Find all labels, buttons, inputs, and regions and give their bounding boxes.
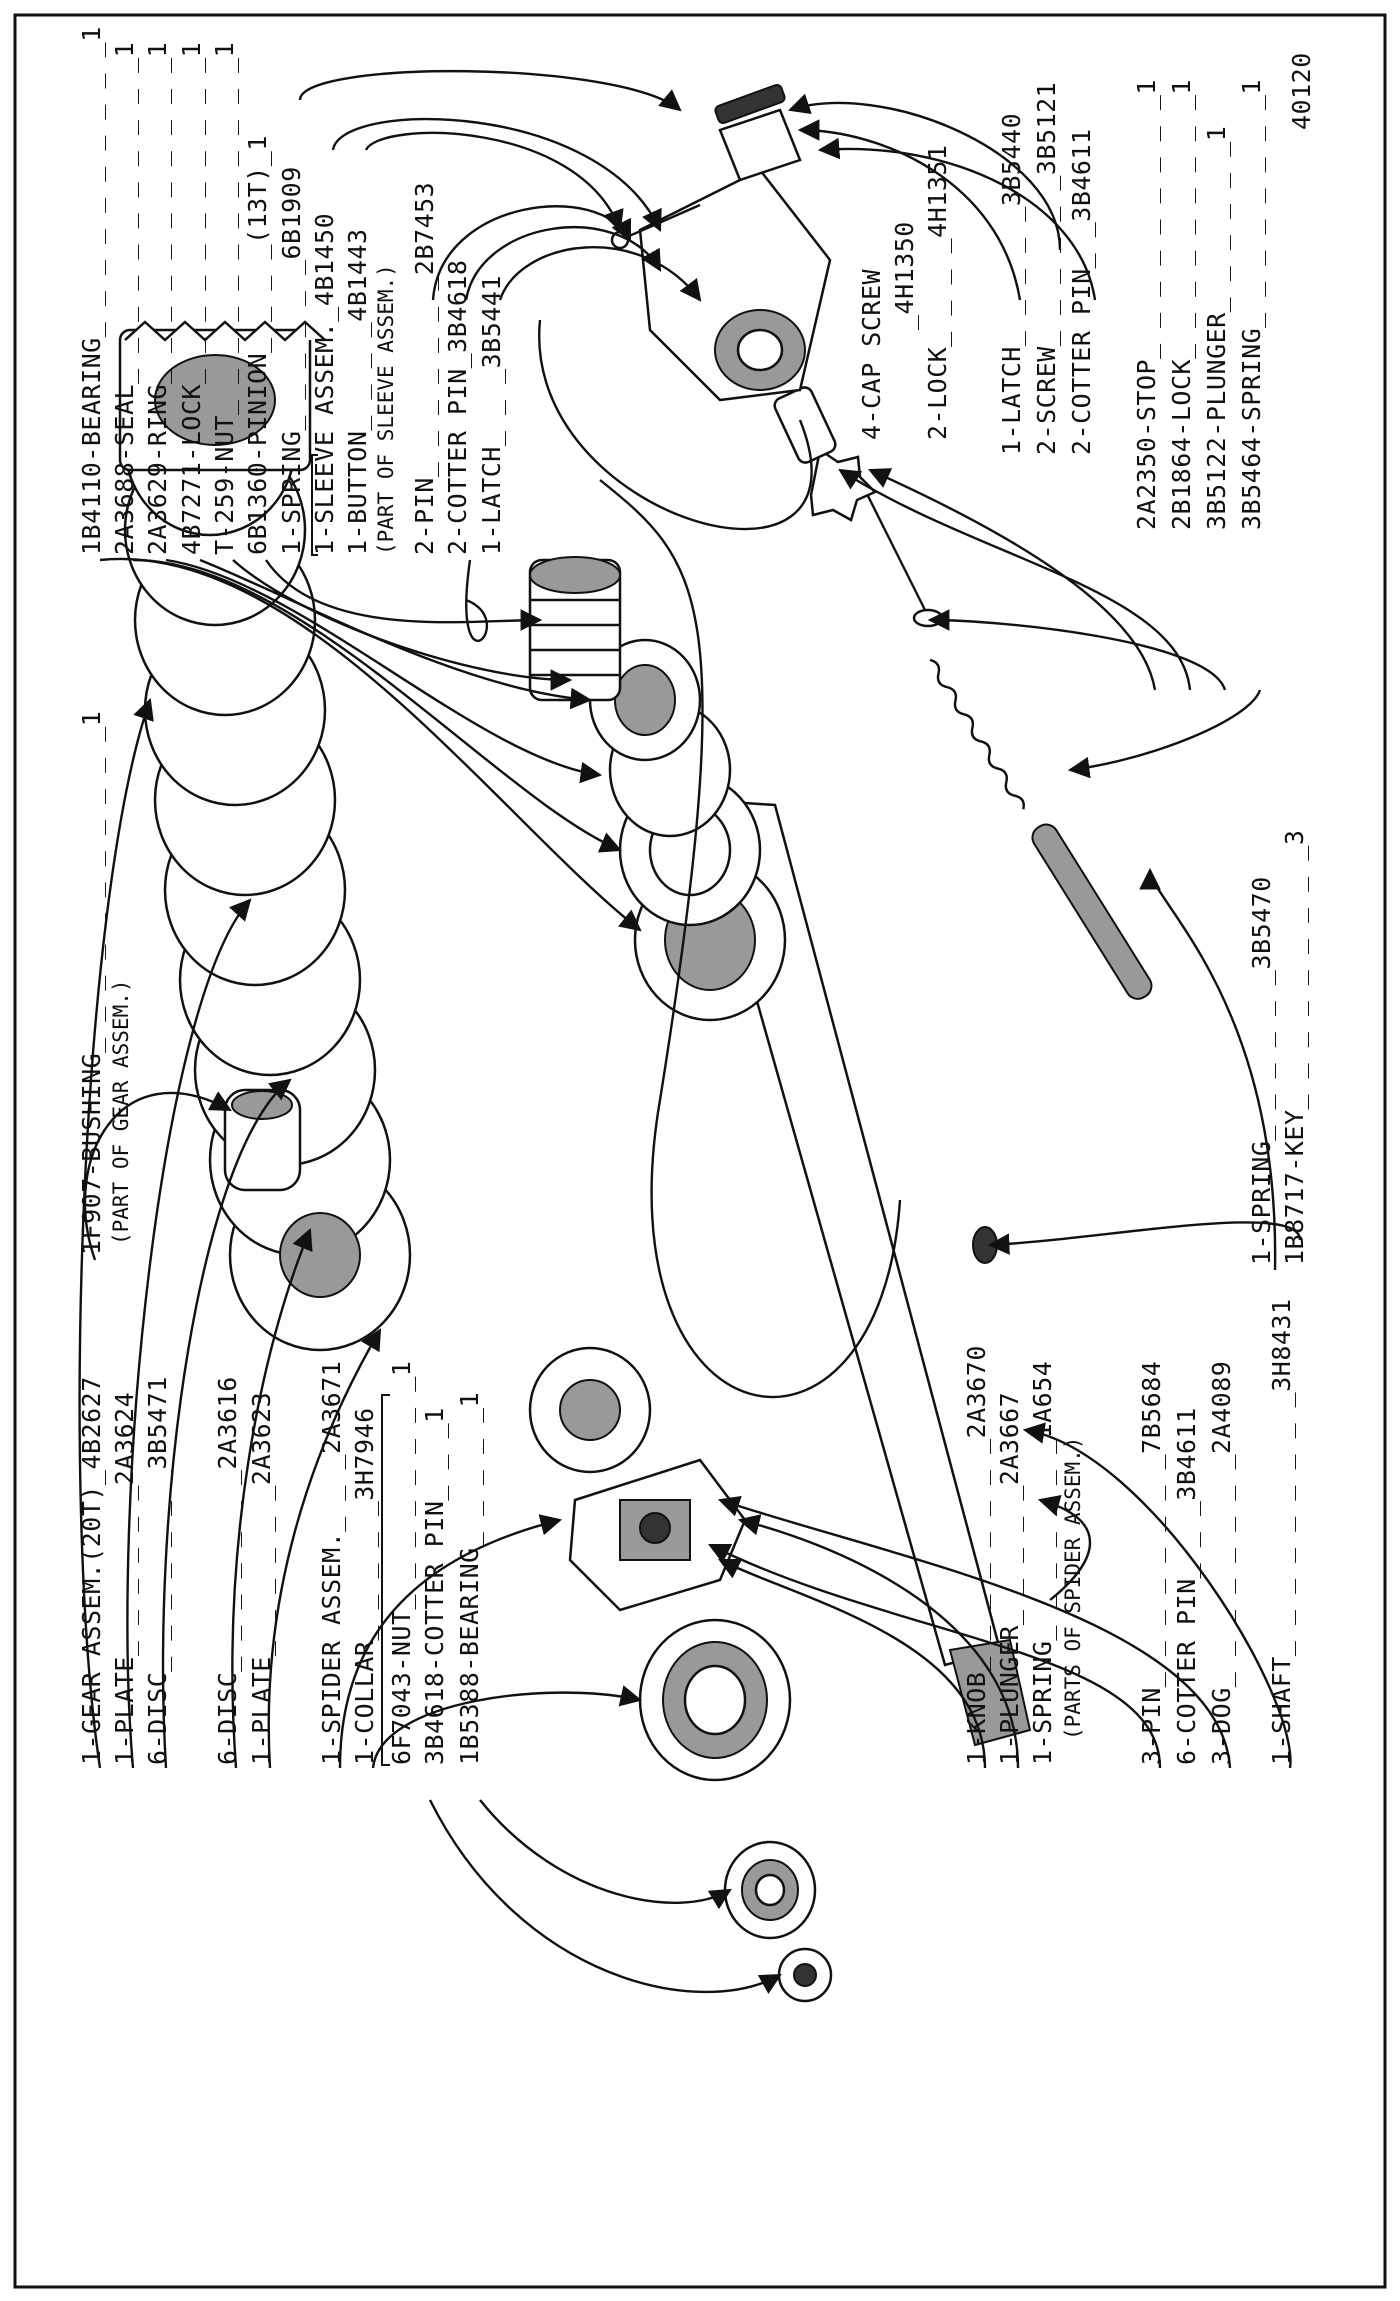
label-knob-note: (PARTS OF SPIDER ASSEM.) (1061, 1437, 1085, 1740)
label-pin-2b7453: 2-PIN_ _ _ _ _ _ _2B7453 (410, 182, 439, 555)
label-spider-assem: 1-SPIDER ASSEM._ _ _2A3671 (317, 1361, 346, 1765)
label-spring-1a654: 1-SPRING_ _ _ _ _ _ _1A654 (1028, 1361, 1057, 1765)
label-lock-4h1351: 2-LOCK_ _ _ _4H1351 (923, 145, 952, 440)
label-spring-3b5464: 3B5464-SPRING_ _ _ _ _ _ _ _1 (1237, 79, 1266, 530)
end-bearing (723, 1840, 817, 1940)
upper-bearing-stack (588, 638, 787, 1022)
label-spring-3b5470: 1-SPRING_ _ _ _ _ _3B5470 (1247, 876, 1276, 1265)
label-screw-3b5121: 2-SCREW_ _ _ _ _ _3B5121 (1032, 82, 1061, 455)
label-lock-4b7271: 4B7271-LOCK_ _ _ _ _ _ _ _ _ _ _1 (177, 42, 206, 555)
labels: 1-GEAR ASSEM.(20T)_4B2627 1-PLATE_ _ _ _… (77, 26, 1316, 1766)
label-button-4b1443: 1-BUTTON_ _ _ _4B1443 (343, 228, 372, 555)
label-nut-6f7043: 6F7043-NUT_ _ _ _ _ _ _ _1 (387, 1361, 416, 1765)
label-latch-3b5441: 1-LATCH_ _ _3B5441 (477, 275, 506, 555)
shaft (698, 798, 1032, 1747)
collar (638, 1618, 792, 1782)
label-cotter-pin-3b4611: 6-COTTER PIN_ _ _3B4611 (1172, 1407, 1201, 1765)
label-sleeve-assem: 1-SLEEVE ASSEM._4B1450 (310, 213, 339, 555)
label-pin-7b5684: 3-PIN_ _ _ _ _ _ _ _7B5684 (1137, 1361, 1166, 1765)
latch (714, 83, 802, 182)
label-pinion-6b1360: 6B1360-PINION_ _ _ _(13T)_1 (243, 135, 272, 555)
label-plunger-3b5122: 3B5122-PLUNGER_ _ _ _ _ _1 (1202, 126, 1231, 530)
label-cap-screw: 4-CAP SCREW (857, 268, 886, 440)
bracket-sleeve (311, 454, 318, 556)
label-bushing-note: (PART OF GEAR ASSEM.) (109, 979, 133, 1245)
plunger-rod (858, 479, 944, 628)
label-disc-2a3616: 6-DISC_ _ _ _ _ _ _2A3616 (213, 1376, 242, 1765)
label-button-note: (PART OF SLEEVE ASSEM.) (374, 264, 398, 555)
label-knob: 1-KNOB_ _ _ _ _ _ _ _2A3670 (962, 1345, 991, 1765)
label-bearing-1b5388: 1B5388-BEARING_ _ _ _ _1 (455, 1392, 484, 1765)
label-spring-6b1909: 1-SPRING_ _ _ _ _ _6B1909 (277, 166, 306, 555)
label-nut-t259: T-259-NUT_ _ _ _ _ _ _ _ _ _ _ _1 (210, 42, 239, 555)
label-latch-3b5440: 1-LATCH_ _ _ _ _3B5440 (997, 113, 1026, 455)
label-collar: 1-COLLAR_ _ _ _ _3H7946 (350, 1407, 379, 1765)
end-nut (777, 1947, 833, 2003)
label-stop-2a2350: 2A2350-STOP_ _ _ _ _ _ _ _ _1 (1132, 79, 1161, 530)
label-bushing: 1F907-BUSHING_ _ _ _ _ _ _ _ _ _ _1 (77, 711, 106, 1255)
bushing (223, 1088, 302, 1192)
label-cotter-pin-3b4618-top: 2-COTTER PIN_3B4618 (443, 260, 472, 555)
label-gear-assem: 1-GEAR ASSEM.(20T)_4B2627 (77, 1376, 106, 1765)
figure-number: 40120 (1287, 52, 1316, 130)
label-ring-2a3629: 2A3629-RING_ _ _ _ _ _ _ _ _ _ _1 (143, 42, 172, 555)
pinion (528, 556, 622, 702)
sleeve-assembly (638, 168, 832, 402)
gear-assembly (118, 320, 326, 472)
spring-lower (1031, 823, 1153, 1000)
label-cap-screw-number: _4H1350 (890, 221, 919, 330)
label-dog-2a4089: 3-DOG_ _ _ _ _ _ _ _2A4089 (1207, 1361, 1236, 1765)
leader-lines (78, 69, 1302, 1994)
parts-drawing (118, 83, 1153, 2003)
label-key-1b8717: 1B8717-KEY_ _ _ _ _ _ _ _ _3 (1280, 830, 1309, 1265)
label-cotter-pin-3b4618: 3B4618-COTTER PIN_ _ _1 (420, 1407, 449, 1765)
spider-assembly (528, 1346, 747, 1612)
label-lock-2b1864: 2B1864-LOCK_ _ _ _ _ _ _ _ _1 (1167, 79, 1196, 530)
label-seal-2a3688: 2A3688-SEAL_ _ _ _ _ _ _ _ _ _ _1 (110, 42, 139, 555)
label-plate-2a3624: 1-PLATE_ _ _ _ _ _2A3624 (110, 1392, 139, 1765)
label-plate-2a3623: 1-PLATE_ _ _ _ _ _2A3623 (247, 1392, 276, 1765)
label-bearing-1b4110: 1B4110-BEARING_ _ _ _ _ _ _ _ _ _1 (77, 26, 106, 555)
bracket-spider (381, 1394, 390, 1766)
label-cotter-pin-3b4611-latch: 2-COTTER PIN_ _3B4611 (1067, 128, 1096, 455)
drawing-border (13, 13, 1387, 2289)
label-shaft: 1-SHAFT_ _ _ _ _ _ _ _ _3H8431 (1267, 1298, 1296, 1765)
label-plunger-2a3667: 1-PLUNGER_ _ _ _ _2A3667 (995, 1392, 1024, 1765)
spring-upper (929, 658, 1025, 810)
label-disc-3b5471: 6-DISC_ _ _ _ _ _ _3B5471 (143, 1376, 172, 1765)
